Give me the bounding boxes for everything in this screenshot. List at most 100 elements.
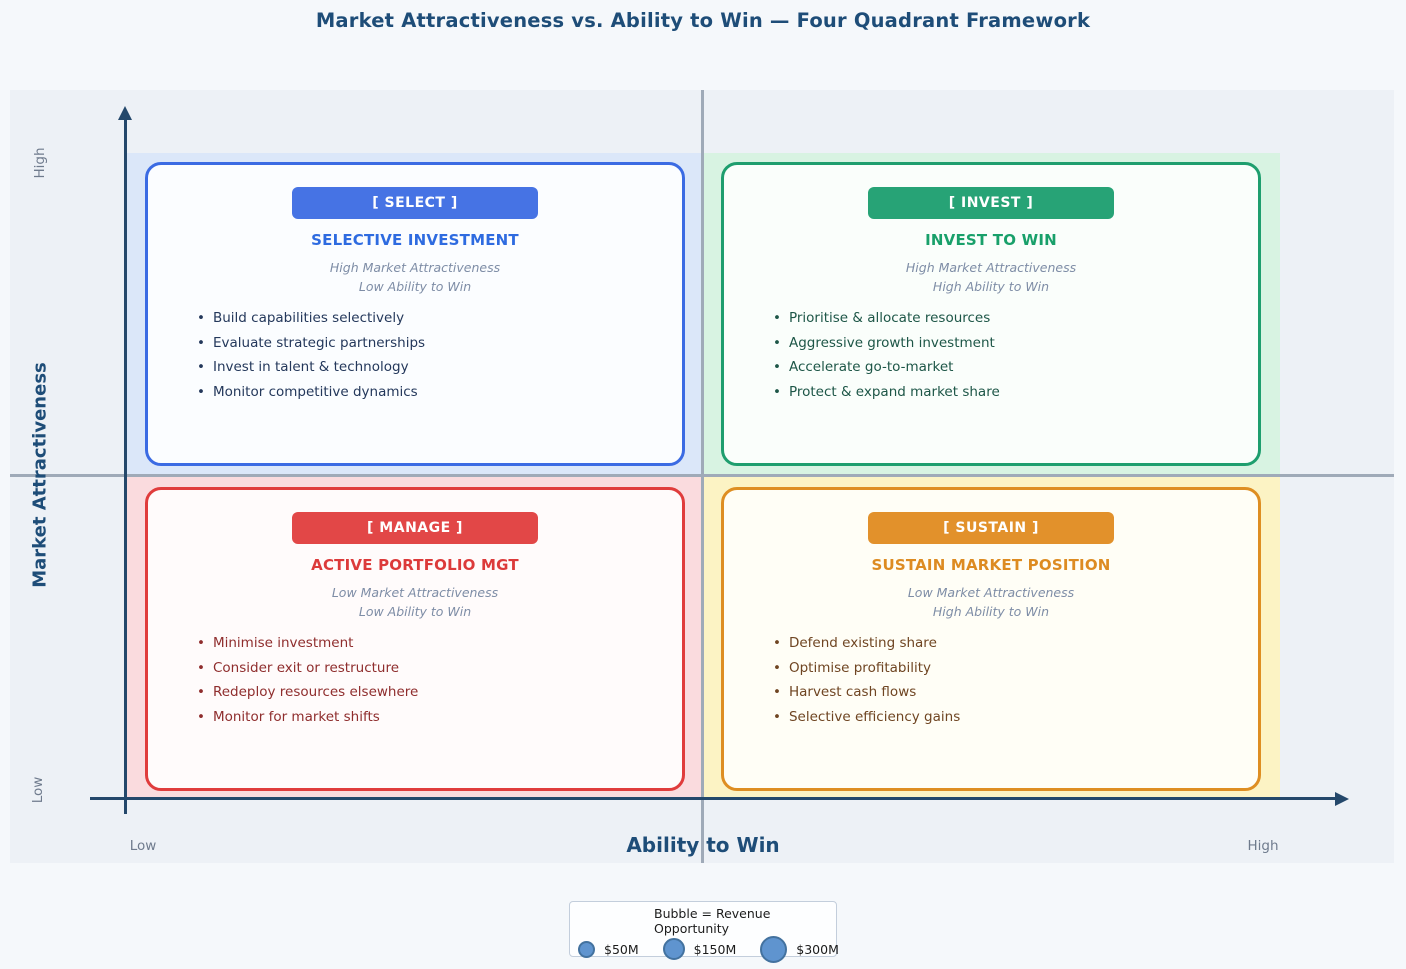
quadrant-subtitle: High Market Attractiveness Low Ability t… [330, 258, 500, 296]
bubble-icon [662, 938, 685, 960]
legend-title-line: Opportunity [654, 921, 730, 936]
bullet-item: • Invest in talent & technology [197, 355, 425, 380]
bullet-item: • Consider exit or restructure [197, 656, 418, 681]
quadrant-subtitle: Low Market Attractiveness High Ability t… [908, 583, 1074, 621]
bullet-marker: • [773, 708, 781, 725]
bullet-text: Redeploy resources elsewhere [212, 684, 419, 701]
bullet-marker: • [197, 383, 205, 400]
y-axis-high-label: High [32, 147, 48, 179]
bullet-marker: • [197, 635, 205, 651]
bullet-text: Monitor competitive dynamics [212, 383, 418, 400]
legend: Bubble = Revenue Opportunity $50M $150M … [569, 901, 839, 963]
bullet-text: Prioritise & allocate resources [788, 310, 991, 326]
bullet-item: • Minimise investment [197, 631, 418, 656]
bullet-list: •Defend existing share • Optimise profita… [773, 631, 960, 729]
x-axis-line [90, 797, 1337, 800]
quadrant-title: ACTIVE PORTFOLIO MGT [311, 556, 519, 574]
bullet-text: Aggressive growth investment [788, 334, 995, 351]
bullet-list: • Build capabilities selectively • Evaluat… [197, 306, 425, 404]
legend-label: $50M [604, 941, 639, 957]
bullet-item: • Optimise profitability [773, 656, 960, 681]
x-axis-arrow-icon [1335, 791, 1349, 806]
x-axis-high-label: High [1247, 838, 1279, 854]
legend-title: Bubble = Revenue Opportunity [654, 906, 770, 936]
bullet-item: • Monitor for market shifts [197, 705, 418, 730]
bullet-item: • Monitor competitive dynamics [197, 380, 425, 405]
x-axis-low-label: Low [129, 838, 157, 854]
legend-row: $50M $150M $300M [570, 935, 839, 963]
legend-title-line: Bubble = Revenue [654, 906, 771, 921]
subtitle-line: High Market Attractiveness [905, 260, 1077, 275]
y-axis-title: Market Attractiveness [29, 362, 51, 588]
legend-item: $300M [736, 935, 839, 963]
bullet-text: Monitor for market shifts [212, 708, 380, 725]
legend-item: $50M [578, 940, 639, 958]
bullet-marker: • [773, 383, 781, 400]
bullet-item: • Redeploy resources elsewhere [197, 680, 418, 705]
bullet-marker: • [773, 359, 781, 376]
quadrant-badge: [ SUSTAIN ] [868, 512, 1114, 544]
quadrant-subtitle: Low Market Attractiveness Low Ability to… [332, 583, 498, 621]
bullet-marker: • [197, 334, 205, 351]
bullet-item: • Accelerate go-to-market [773, 355, 1000, 380]
subtitle-line: High Ability to Win [932, 279, 1050, 294]
bullet-item: • Selective efficiency gains [773, 705, 960, 730]
quadrant-card-invest-to-win: [ INVEST ] INVEST TO WIN High Market Att… [721, 162, 1261, 466]
bullet-marker: • [197, 684, 205, 701]
bullet-text: Harvest cash flows [788, 684, 917, 701]
quadrant-title: SUSTAIN MARKET POSITION [871, 556, 1111, 574]
bullet-text: Selective efficiency gains [788, 708, 961, 725]
x-axis-title: Ability to Win [626, 833, 780, 857]
quadrant-badge: [ INVEST ] [868, 187, 1114, 219]
quadrant-title: INVEST TO WIN [925, 231, 1057, 249]
bullet-list: • Prioritise & allocate resources • Aggres… [773, 306, 1000, 404]
vertical-divider-line [701, 90, 704, 863]
bullet-text: Evaluate strategic partnerships [212, 334, 426, 351]
legend-item: $150M [639, 938, 736, 960]
quadrant-card-sustain-market-position: [ SUSTAIN ] SUSTAIN MARKET POSITION Low … [721, 487, 1261, 791]
y-axis-arrow-icon [118, 106, 132, 120]
bullet-item: • Harvest cash flows [773, 680, 960, 705]
bullet-text: Minimise investment [212, 635, 354, 651]
bullet-marker: • [773, 310, 781, 326]
bullet-marker: • [773, 659, 781, 676]
bullet-text: Consider exit or restructure [212, 659, 400, 676]
bullet-item: • Prioritise & allocate resources [773, 306, 1000, 331]
subtitle-line: Low Market Attractiveness [907, 585, 1075, 600]
bullet-marker: • [197, 310, 205, 326]
bullet-item: • Evaluate strategic partnerships [197, 331, 425, 356]
bullet-marker: • [773, 334, 781, 351]
quadrant-title: SELECTIVE INVESTMENT [311, 231, 519, 249]
bullet-text: Protect & expand market share [788, 383, 1000, 400]
bullet-marker: • [773, 684, 781, 701]
bullet-item: • Protect & expand market share [773, 380, 1000, 405]
bullet-list: • Minimise investment • Consider exit or r… [197, 631, 418, 729]
bullet-text: Optimise profitability [788, 659, 931, 676]
bullet-marker: • [197, 708, 205, 725]
quadrant-card-active-portfolio-mgt: [ MANAGE ] ACTIVE PORTFOLIO MGT Low Mark… [145, 487, 685, 791]
legend-label: $300M [796, 941, 839, 957]
bullet-item: • Aggressive growth investment [773, 331, 1000, 356]
subtitle-line: High Ability to Win [932, 604, 1050, 619]
subtitle-line: Low Ability to Win [358, 279, 472, 294]
bullet-item: • Build capabilities selectively [197, 306, 425, 331]
bullet-text: Accelerate go-to-market [788, 359, 954, 376]
y-axis-low-label: Low [30, 776, 46, 804]
quadrant-badge: [ MANAGE ] [292, 512, 538, 544]
bullet-marker: • [197, 659, 205, 676]
quadrant-subtitle: High Market Attractiveness High Ability … [906, 258, 1076, 296]
bullet-text: Build capabilities selectively [212, 310, 405, 326]
subtitle-line: High Market Attractiveness [329, 260, 501, 275]
bubble-icon [760, 935, 788, 963]
bullet-text: Invest in talent & technology [212, 359, 409, 376]
chart-panel: High Low Market Attractiveness Low Abili… [10, 90, 1394, 863]
bullet-item: •Defend existing share [773, 631, 960, 656]
page-title: Market Attractiveness vs. Ability to Win… [315, 9, 1091, 32]
subtitle-line: Low Ability to Win [358, 604, 472, 619]
y-axis-line [124, 118, 127, 814]
quadrant-badge: [ SELECT ] [292, 187, 538, 219]
quadrant-card-selective-investment: [ SELECT ] SELECTIVE INVESTMENT High Mar… [145, 162, 685, 466]
bullet-marker: • [773, 635, 781, 651]
bullet-marker: • [197, 359, 205, 376]
subtitle-line: Low Market Attractiveness [331, 585, 499, 600]
